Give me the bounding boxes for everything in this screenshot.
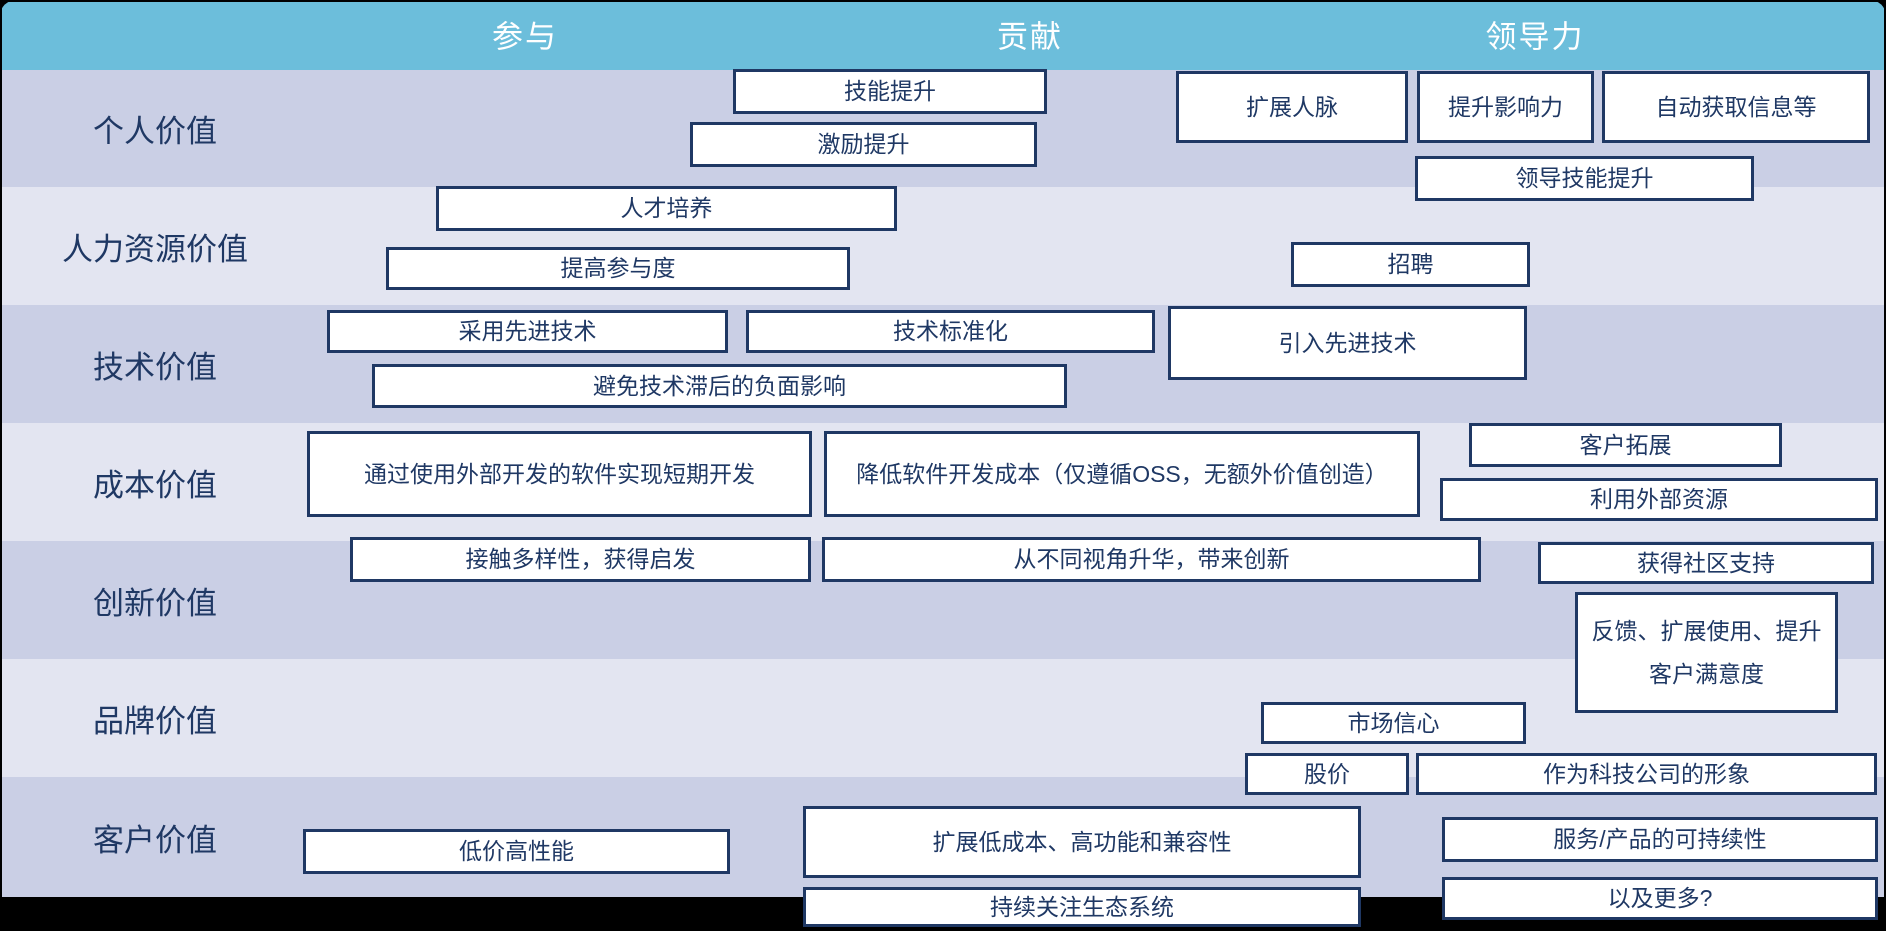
value-box: 人才培养: [436, 186, 897, 231]
value-box: 市场信心: [1261, 702, 1526, 744]
value-box: 引入先进技术: [1168, 306, 1527, 380]
value-box: 降低软件开发成本（仅遵循OSS，无额外价值创造）: [824, 431, 1420, 517]
row-label-innovation-value: 创新价值: [93, 585, 217, 621]
row-label-tech-value: 技术价值: [93, 349, 217, 385]
value-box: 低价高性能: [303, 829, 730, 874]
value-box: 股价: [1245, 753, 1409, 795]
column-header-contribution: 贡献: [997, 19, 1063, 55]
value-box: 技术标准化: [746, 310, 1155, 353]
value-box: 从不同视角升华，带来创新: [822, 537, 1481, 582]
value-box: 扩展低成本、高功能和兼容性: [803, 806, 1361, 878]
value-box: 通过使用外部开发的软件实现短期开发: [307, 431, 812, 517]
value-box: 避免技术滞后的负面影响: [372, 364, 1067, 408]
value-box: 获得社区支持: [1538, 542, 1874, 584]
column-header-participation: 参与: [492, 19, 558, 55]
value-box: 服务/产品的可持续性: [1442, 817, 1878, 862]
row-band-hr-value: [2, 187, 1884, 305]
value-box: 提升影响力: [1417, 71, 1594, 143]
value-box: 利用外部资源: [1440, 478, 1878, 521]
value-box: 作为科技公司的形象: [1416, 753, 1877, 795]
column-header-leadership: 领导力: [1485, 19, 1585, 55]
row-label-cost-value: 成本价值: [93, 467, 217, 503]
value-box: 采用先进技术: [327, 310, 728, 353]
value-box: 客户拓展: [1469, 423, 1782, 467]
value-box: 反馈、扩展使用、提升客户满意度: [1575, 592, 1838, 713]
header-band: [2, 2, 1884, 70]
value-box: 接触多样性，获得启发: [350, 537, 811, 582]
value-box: 领导技能提升: [1415, 156, 1754, 201]
row-label-customer-value: 客户价值: [93, 822, 217, 858]
value-box: 技能提升: [733, 69, 1047, 114]
value-box: 自动获取信息等: [1602, 71, 1870, 143]
value-box: 招聘: [1291, 242, 1530, 287]
value-box: 持续关注生态系统: [803, 887, 1361, 927]
row-label-personal-value: 个人价值: [93, 114, 217, 149]
value-box: 扩展人脉: [1176, 71, 1408, 143]
value-box: 提高参与度: [386, 247, 850, 290]
row-label-brand-value: 品牌价值: [93, 703, 217, 739]
value-box: 激励提升: [690, 122, 1037, 167]
row-label-hr-value: 人力资源价值: [62, 231, 248, 267]
value-box: 以及更多?: [1442, 877, 1878, 920]
